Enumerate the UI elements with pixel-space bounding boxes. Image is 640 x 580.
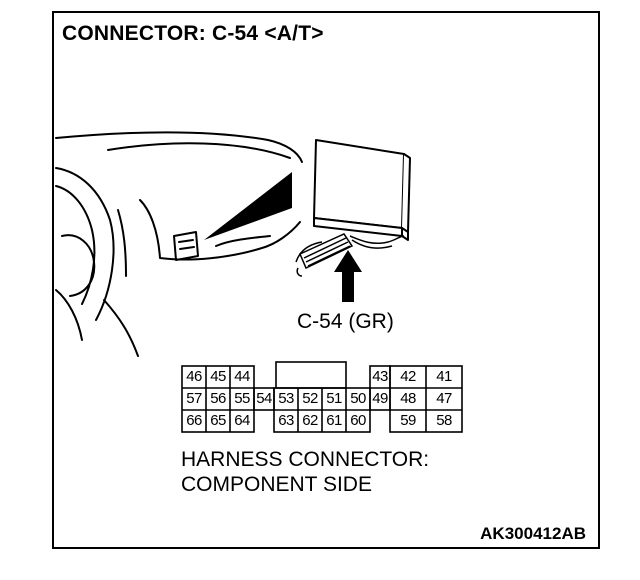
harness-note-line2: COMPONENT SIDE: [181, 473, 372, 496]
lower-dash-panel: [139, 199, 301, 261]
pin-47: 47: [436, 390, 452, 407]
pin-61: 61: [326, 412, 342, 429]
ecu-front-face: [313, 139, 405, 229]
pin-44: 44: [234, 368, 250, 385]
pin-42: 42: [400, 368, 416, 385]
pin-43: 43: [372, 368, 388, 385]
pin-41: 41: [436, 368, 452, 385]
ecu-side-face: [401, 153, 411, 233]
pin-64: 64: [234, 412, 250, 429]
dashboard-illustration: [55, 131, 411, 357]
pin-58: 58: [436, 412, 452, 429]
pin-65: 65: [210, 412, 226, 429]
pin-53: 53: [278, 390, 294, 407]
pin-51: 51: [326, 390, 342, 407]
connector-label: C-54 (GR): [297, 310, 394, 333]
pin-66: 66: [186, 412, 202, 429]
glove-box-rect: [173, 231, 199, 261]
pin-45: 45: [210, 368, 226, 385]
pin-59: 59: [400, 412, 416, 429]
pin-49: 49: [372, 390, 388, 407]
pin-60: 60: [350, 412, 366, 429]
harness-note-line1: HARNESS CONNECTOR:: [181, 448, 430, 471]
pin-50: 50: [350, 390, 366, 407]
pin-56: 56: [210, 390, 226, 407]
pin-54: 54: [256, 390, 272, 407]
pin-62: 62: [302, 412, 318, 429]
pin-63: 63: [278, 412, 294, 429]
dashboard-inner-line: [107, 142, 291, 159]
diagram-title: CONNECTOR: C-54 <A/T>: [62, 22, 324, 45]
connector-pin-outline: [181, 361, 463, 433]
steering-wheel-outline: [55, 167, 115, 321]
up-arrow: [334, 250, 362, 302]
pin-46: 46: [186, 368, 202, 385]
diagram-frame: [52, 11, 600, 549]
pin-52: 52: [302, 390, 318, 407]
steering-hub: [61, 234, 96, 297]
pin-55: 55: [234, 390, 250, 407]
pin-57: 57: [186, 390, 202, 407]
pointer-wedge: [204, 172, 292, 240]
dashboard-top-line: [55, 131, 303, 163]
harness-connector-body: [299, 233, 354, 270]
figure-code: AK300412AB: [480, 524, 586, 543]
pin-48: 48: [400, 390, 416, 407]
